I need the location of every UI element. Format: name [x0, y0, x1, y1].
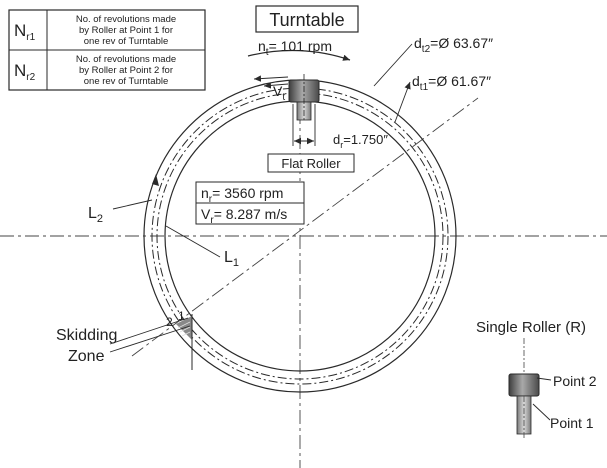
l2-leader	[112, 199, 153, 210]
dt2-leader	[373, 43, 413, 87]
skidding-leader-upper	[109, 317, 189, 345]
legend-desc-nr2-line2: by Roller at Point 2 for	[79, 65, 173, 76]
skidding-zone-label-line2: Zone	[68, 348, 105, 365]
skidding-zone-label-line1: Skidding	[56, 327, 117, 344]
legend-symbol-nr2: Nr2	[14, 61, 36, 83]
skidding-zone-hatch-lines	[177, 321, 191, 337]
turntable-speed-label: nt= 101 rpm	[258, 38, 332, 58]
legend-desc-nr1-line2: by Roller at Point 1 for	[79, 25, 173, 36]
legend-desc-nr2-line3: one rev of Turntable	[84, 76, 169, 87]
point1-leader	[532, 403, 551, 421]
diagonal-centerline	[131, 97, 479, 357]
flat-roller-label: Flat Roller	[281, 156, 341, 171]
turntable-title-box	[255, 5, 359, 33]
vt-arrow-inner	[263, 82, 289, 89]
flat-roller-label-box	[267, 153, 355, 173]
roller-velocity-label: Vr= 8.287 m/s	[201, 206, 287, 226]
l1-label: L1	[224, 249, 239, 269]
dt1-label: dt1=Ø 61.67″	[412, 73, 491, 93]
vt-arrow-outer	[253, 75, 289, 82]
vt-label: Vt	[273, 83, 285, 103]
legend-desc-nr2-line1: No. of revolutions made	[76, 54, 176, 65]
flat-roller	[288, 74, 320, 122]
single-roller-point1: Point 1	[550, 415, 594, 431]
legend-desc-nr1-line3: one rev of Turntable	[84, 36, 169, 47]
point2-leader	[536, 377, 552, 381]
turntable-title: Turntable	[269, 10, 344, 30]
legend-table: Nr1 No. of revolutions made by Roller at…	[8, 9, 206, 91]
l1-leader	[165, 225, 221, 258]
skidding-point1-marker: 1	[178, 309, 185, 323]
legend-symbol-nr1: Nr1	[14, 21, 36, 43]
l2-ring-arrow	[152, 174, 159, 186]
path-l1-circle	[156, 92, 444, 380]
dt1-leader	[394, 81, 411, 123]
dt2-label: dt2=Ø 63.67″	[414, 35, 493, 55]
skidding-point2-marker: 2	[166, 315, 173, 329]
roller-speed-label: nr= 3560 rpm	[201, 185, 283, 205]
single-roller-point2: Point 2	[553, 373, 597, 389]
single-roller-head	[508, 373, 540, 397]
turntable-rotation-arrow	[247, 49, 351, 61]
skidding-leader-lower	[109, 325, 191, 353]
single-roller-title: Single Roller (R)	[476, 319, 586, 336]
legend-desc-nr1-line1: No. of revolutions made	[76, 14, 176, 25]
dr-label: dr=1.750″	[333, 132, 388, 150]
l2-label: L2	[88, 205, 103, 225]
